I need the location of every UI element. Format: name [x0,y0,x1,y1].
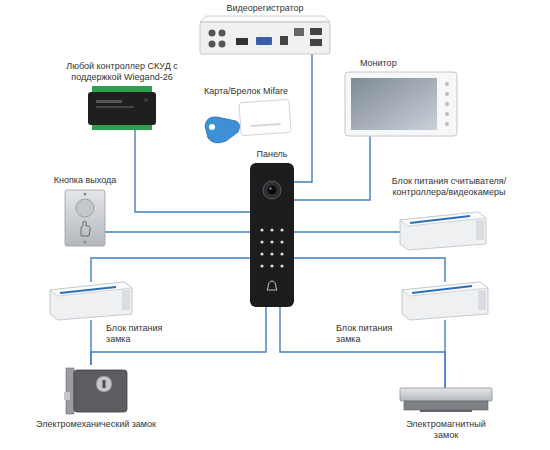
wire-connector [294,136,370,200]
device-node: Карта/Брелок Mifare [200,100,292,142]
wire-connector [91,258,250,282]
exit-button-picture [65,190,105,246]
device-label: Электромагнитный замок [396,419,496,441]
device-label: Блок питания считывателя/контроллера/вид… [382,176,516,198]
wire-connector [294,54,312,182]
wire-connector [135,130,250,212]
device-node: Блок питания замка [50,282,132,320]
device-node: Электромеханический замок [65,365,127,415]
device-node: Кнопка выхода [65,190,105,246]
device-label: Блок питания замка [336,323,400,345]
device-label: Блок питания замка [106,323,178,345]
wire-connector [91,307,266,365]
device-label: Кнопка выхода [38,175,132,186]
device-node: Панель [250,163,294,307]
wire-connector [105,231,250,232]
controller-picture [88,86,156,130]
dvr-picture [200,16,330,54]
device-label: Монитор [360,58,440,69]
power-supply-picture [50,282,132,320]
electromechanical-lock-picture [64,368,127,414]
device-label: Видеорегистратор [200,3,330,14]
card-fob-picture [205,99,291,143]
device-node: Блок питания считывателя/контроллера/вид… [400,212,486,250]
device-node: Монитор [345,72,457,136]
device-node: Блок питания замка [402,282,488,320]
device-label: Электромеханический замок [36,419,156,430]
power-supply-picture [400,212,486,250]
device-label: Карта/Брелок Mifare [190,86,302,97]
door-panel-picture [250,163,294,307]
device-node: Любой контроллер СКУД с поддержкой Wiega… [88,86,156,130]
wire-connector [294,258,445,282]
device-node: Электромагнитный замок [400,388,492,412]
monitor-picture [345,72,457,136]
power-supply-picture [402,282,488,320]
electromagnetic-lock-picture [400,388,492,412]
device-label: Панель [237,149,307,160]
device-label: Любой контроллер СКУД с поддержкой Wiega… [60,61,184,83]
device-node: Видеорегистратор [200,16,330,54]
wire-connector [294,231,400,232]
